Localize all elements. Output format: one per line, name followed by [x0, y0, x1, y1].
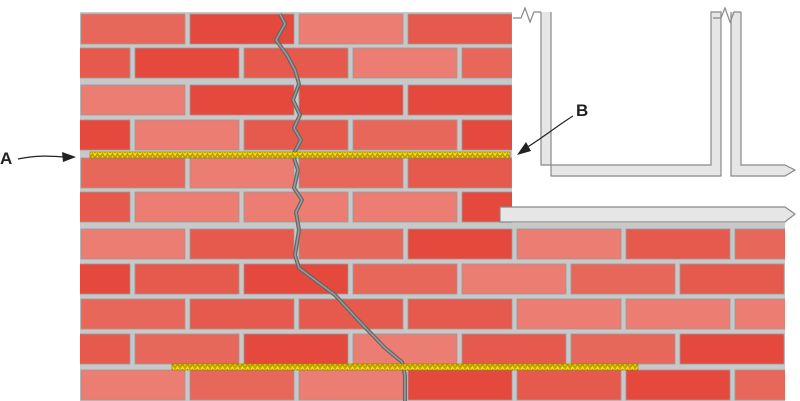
brick [80, 157, 186, 189]
brick [734, 298, 785, 330]
floor-slab [499, 206, 797, 223]
brick [134, 191, 240, 223]
brick [461, 333, 567, 365]
brick [80, 369, 186, 401]
brick [461, 119, 512, 151]
brick [407, 228, 513, 260]
brick [516, 228, 622, 260]
brick [189, 369, 295, 401]
brick [407, 84, 512, 116]
brick [298, 228, 404, 260]
brick [80, 47, 131, 79]
brick [570, 333, 676, 365]
leader-b-line [525, 115, 574, 149]
brick [352, 191, 458, 223]
brick [80, 263, 131, 295]
brick [734, 228, 785, 260]
label-b: B [576, 101, 588, 120]
brick [80, 119, 131, 151]
brick [352, 333, 458, 365]
brick [243, 263, 349, 295]
brick [407, 157, 512, 189]
brick [570, 263, 676, 295]
brick [461, 263, 567, 295]
brick [789, 264, 800, 294]
brick [407, 369, 513, 401]
brick-courses-upper [80, 13, 621, 223]
brick [134, 333, 240, 365]
leader-b: B [517, 101, 588, 155]
brick [189, 157, 295, 189]
brick [461, 47, 512, 79]
leader-a: A [0, 149, 76, 168]
brick [789, 334, 800, 364]
concrete-wall-right [730, 12, 797, 177]
brick [625, 369, 731, 401]
brick [352, 47, 458, 79]
crack [274, 13, 407, 401]
brick [134, 263, 240, 295]
bed-joint-reinforcement-upper [89, 151, 511, 159]
brick [134, 47, 240, 79]
arrowhead-b-icon [517, 142, 531, 155]
arrowhead-a-icon [62, 152, 76, 162]
concrete-structure [499, 6, 797, 223]
brick [298, 369, 404, 401]
break-line-top [513, 6, 541, 24]
brick [517, 14, 621, 44]
brick [80, 228, 186, 260]
brick [189, 228, 295, 260]
brick [80, 84, 186, 116]
brick [243, 333, 349, 365]
concrete-wall-left [540, 11, 722, 177]
brick [80, 13, 186, 45]
brick [679, 333, 785, 365]
brick [189, 298, 295, 330]
bed-joint-reinforcement-lower [171, 363, 639, 371]
break-line-top-right [713, 6, 741, 24]
brick-wall [80, 12, 800, 401]
brick [80, 191, 131, 223]
brick [352, 119, 458, 151]
brick-courses-lower [80, 228, 800, 401]
brick [625, 298, 731, 330]
brick [516, 369, 622, 401]
brick [407, 13, 512, 45]
brick [189, 84, 295, 116]
brick [298, 298, 404, 330]
brick [407, 298, 513, 330]
crack-core [275, 13, 406, 401]
brick [298, 84, 404, 116]
leader-a-line [17, 155, 65, 160]
brick [734, 369, 785, 401]
brick [517, 85, 621, 115]
brick [516, 298, 622, 330]
brick [679, 263, 785, 295]
brick [352, 263, 458, 295]
brick [80, 333, 131, 365]
brick [298, 157, 404, 189]
brick [625, 228, 731, 260]
brick [298, 13, 404, 45]
brick [134, 119, 240, 151]
brick [80, 298, 186, 330]
label-a: A [0, 149, 12, 168]
